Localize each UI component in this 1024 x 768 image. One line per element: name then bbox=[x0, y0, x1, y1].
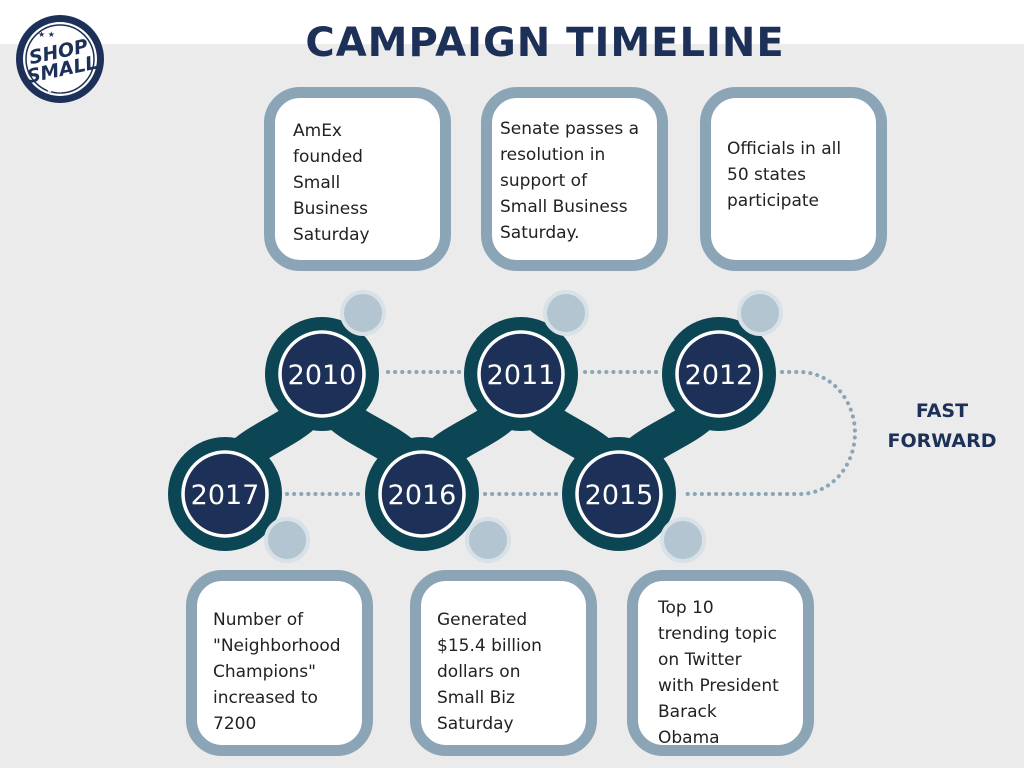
node-2010 bbox=[278, 330, 366, 418]
event-text-2015: Top 10 trending topic on Twitter with Pr… bbox=[658, 598, 779, 748]
event-card-2012: Officials in all 50 states participate bbox=[700, 87, 887, 271]
pin-dot-2010 bbox=[340, 290, 386, 336]
year-label-2010: 2010 bbox=[288, 360, 357, 391]
header-band bbox=[0, 0, 1024, 44]
node-2015 bbox=[575, 450, 663, 538]
year-label-2015: 2015 bbox=[585, 480, 654, 511]
pin-dot-2011 bbox=[543, 290, 589, 336]
dotted-connectors bbox=[285, 370, 857, 496]
year-label-2011: 2011 bbox=[487, 360, 556, 391]
pin-dot-2012 bbox=[737, 290, 783, 336]
svg-text:★ ★: ★ ★ bbox=[46, 86, 63, 95]
shop-small-logo: ★ ★ ★ ★ SHOP SMALL bbox=[16, 15, 104, 103]
event-text-2017: Number of "Neighborhood Champions" incre… bbox=[213, 610, 341, 734]
event-card-2010: AmEx founded Small Business Saturday bbox=[264, 87, 451, 271]
pin-dot-2016 bbox=[465, 517, 511, 563]
year-label-2017: 2017 bbox=[191, 480, 260, 511]
event-text-2010: AmEx founded Small Business Saturday bbox=[293, 121, 370, 245]
pin-dot-2015 bbox=[660, 517, 706, 563]
year-label-2012: 2012 bbox=[685, 360, 754, 391]
event-card-2016: Generated $15.4 billion dollars on Small… bbox=[410, 570, 597, 756]
fast-forward-label: FAST FORWARD bbox=[876, 396, 1008, 456]
node-2012 bbox=[675, 330, 763, 418]
fast-forward-line2: FORWARD bbox=[887, 430, 997, 452]
event-text-2016: Generated $15.4 billion dollars on Small… bbox=[437, 610, 542, 734]
event-text-2012: Officials in all 50 states participate bbox=[727, 139, 842, 211]
event-card-2015: Top 10 trending topic on Twitter with Pr… bbox=[627, 570, 814, 756]
event-text-2011: Senate passes a resolution in support of… bbox=[500, 119, 640, 243]
node-2016 bbox=[378, 450, 466, 538]
event-card-2017: Number of "Neighborhood Champions" incre… bbox=[186, 570, 373, 756]
fast-forward-line1: FAST bbox=[915, 400, 969, 422]
page-title: CAMPAIGN TIMELINE bbox=[305, 20, 785, 66]
node-2017 bbox=[181, 450, 269, 538]
pin-dot-2017 bbox=[264, 517, 310, 563]
year-label-2016: 2016 bbox=[388, 480, 457, 511]
event-card-2011: Senate passes a resolution in support of… bbox=[481, 87, 668, 271]
node-2011 bbox=[477, 330, 565, 418]
svg-text:★ ★: ★ ★ bbox=[38, 30, 55, 39]
